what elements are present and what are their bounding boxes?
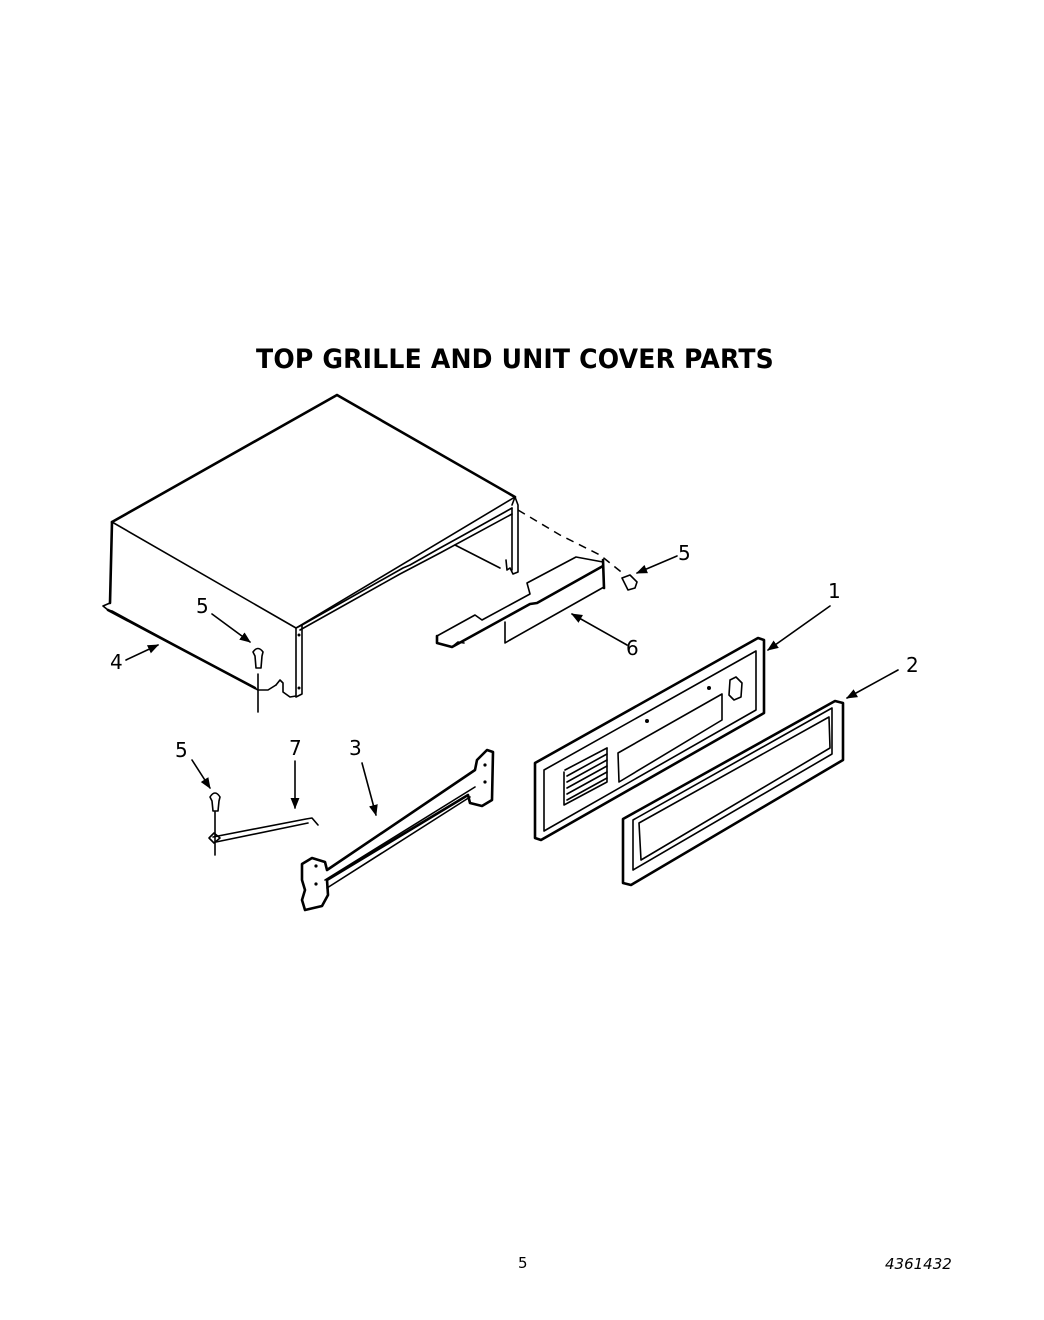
louver-vents <box>563 747 608 806</box>
support-channel-part <box>435 556 606 649</box>
callout-5-strap: 5 <box>175 738 211 789</box>
callout-6: 6 <box>571 613 639 660</box>
callout-5-support: 5 <box>635 541 691 574</box>
callout-2: 2 <box>846 653 919 699</box>
top-grille-part <box>533 636 766 842</box>
svg-text:6: 6 <box>626 636 639 660</box>
callout-7: 7 <box>289 736 302 810</box>
svg-text:5: 5 <box>196 594 209 618</box>
bracket-part <box>300 748 495 912</box>
screw-part-strap <box>209 792 221 812</box>
unit-cover-part <box>102 393 519 698</box>
svg-text:3: 3 <box>349 736 362 760</box>
svg-text:1: 1 <box>828 579 841 603</box>
callout-5-cover: 5 <box>196 594 251 643</box>
callout-1: 1 <box>767 579 841 651</box>
svg-text:7: 7 <box>289 736 302 760</box>
document-number: 4361432 <box>885 1255 952 1273</box>
grille-frame-part <box>621 699 845 887</box>
assembly-guide-line <box>517 509 626 576</box>
svg-text:2: 2 <box>906 653 919 677</box>
svg-text:5: 5 <box>678 541 691 565</box>
callout-3: 3 <box>349 736 378 817</box>
callout-4: 4 <box>110 644 160 674</box>
svg-text:4: 4 <box>110 650 123 674</box>
svg-text:5: 5 <box>175 738 188 762</box>
screw-part-cover <box>252 647 264 713</box>
page-number: 5 <box>518 1254 528 1272</box>
page-title: TOP GRILLE AND UNIT COVER PARTS <box>256 344 774 375</box>
screw-part-upper-right <box>621 574 638 591</box>
strap-part <box>208 811 319 856</box>
